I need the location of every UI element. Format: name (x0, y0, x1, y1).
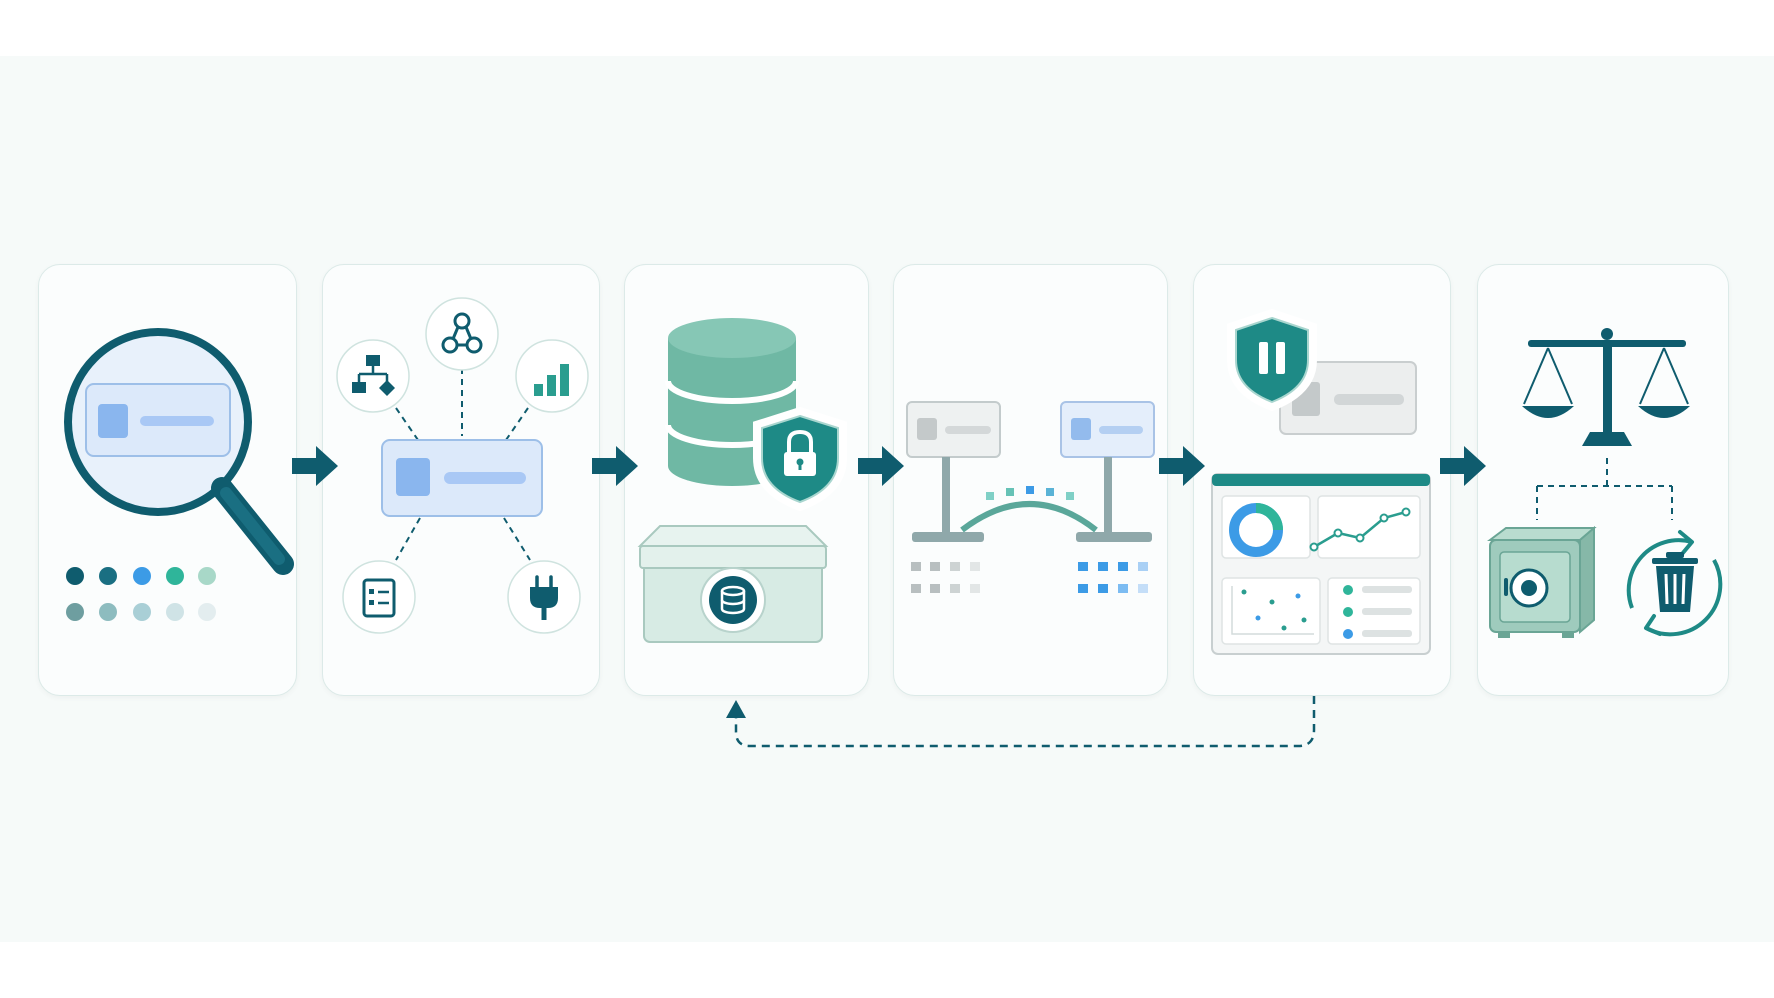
flow-arrow-3 (858, 446, 904, 486)
destination-panel-icon (1060, 401, 1155, 542)
scales-icon (1522, 328, 1690, 446)
legend-list-icon (1343, 585, 1412, 639)
stage-card-share-transfer[interactable] (893, 264, 1168, 696)
pause-shield-icon (1227, 308, 1317, 412)
dot-palette-icon (66, 567, 216, 621)
hierarchy-icon (336, 339, 410, 413)
line-chart-icon (1309, 507, 1411, 552)
checklist-icon (342, 560, 416, 634)
flow-arrow-4 (1159, 446, 1205, 486)
database-icon (665, 318, 799, 486)
source-panel-icon (906, 401, 1001, 542)
plug-icon (507, 560, 581, 634)
scatter-plot-icon (1231, 586, 1314, 635)
flow-arrow-2 (592, 446, 638, 486)
flow-arrow-5 (1440, 446, 1486, 486)
bridge-icon (960, 486, 1098, 533)
data-grid-icon (911, 562, 1148, 593)
record-card-icon (381, 439, 543, 517)
storage-box-icon (637, 525, 829, 643)
lock-shield-icon (753, 406, 847, 512)
network-icon (425, 297, 499, 371)
branch-connector (1536, 458, 1673, 520)
recycle-trash-icon (1626, 530, 1723, 637)
dashboard-icon (1211, 473, 1431, 655)
flow-arrow-1 (292, 446, 338, 486)
connector-lines (395, 368, 531, 561)
donut-chart-icon (1229, 503, 1283, 557)
bar-chart-icon (515, 339, 589, 413)
record-card-icon (85, 383, 231, 457)
safe-icon (1487, 525, 1597, 638)
feedback-loop-arrow (726, 696, 1316, 748)
